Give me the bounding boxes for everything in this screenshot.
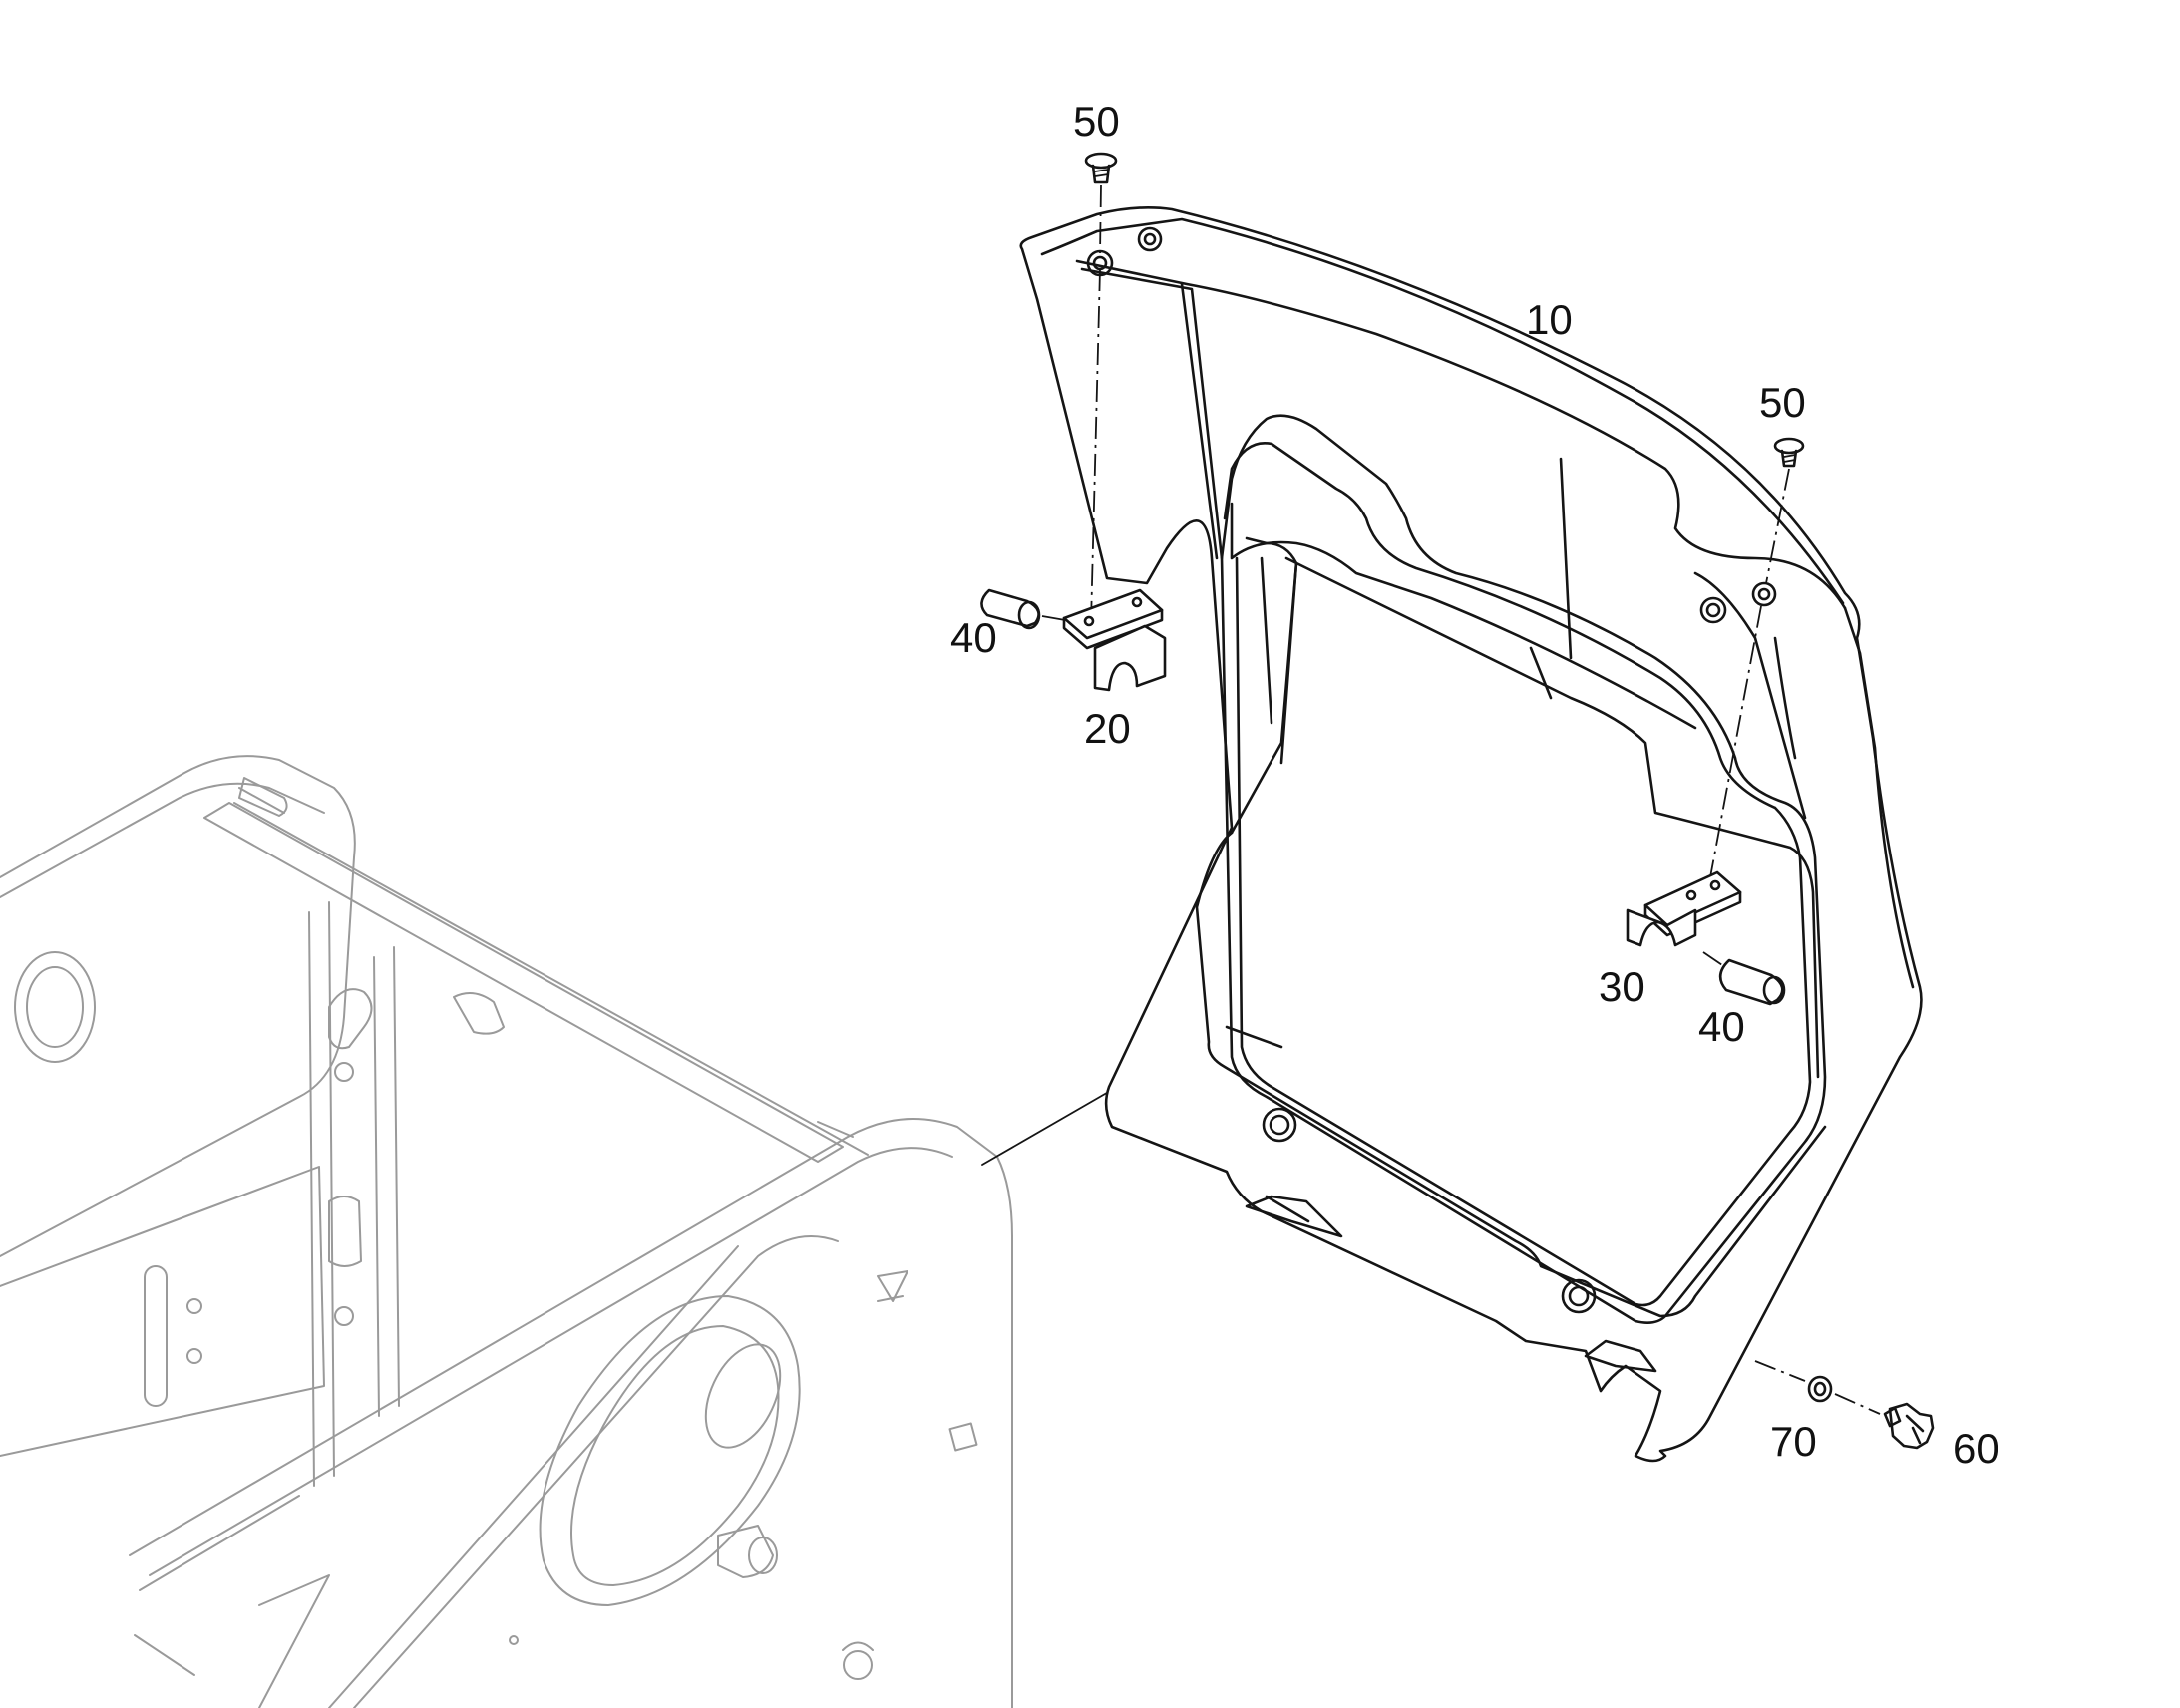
cover-part-10	[1019, 206, 1923, 1463]
bracket-20	[1062, 588, 1167, 692]
screw-50-left	[1084, 152, 1118, 624]
label-20: 20	[1084, 705, 1131, 752]
label-40-left: 40	[950, 614, 997, 661]
knob-60	[1883, 1402, 1935, 1450]
label-60: 60	[1953, 1425, 1999, 1472]
label-30: 30	[1599, 963, 1645, 1010]
washer-70	[1754, 1360, 1881, 1415]
label-10: 10	[1526, 296, 1573, 343]
label-50-left: 50	[1073, 98, 1120, 145]
bracket-30	[1626, 870, 1742, 947]
label-70: 70	[1770, 1418, 1817, 1465]
screw-50-right	[1709, 437, 1805, 878]
spacer-40-left	[980, 588, 1066, 630]
label-50-right: 50	[1759, 379, 1806, 426]
label-40-right: 40	[1698, 1003, 1745, 1050]
spacer-40-right	[1702, 951, 1786, 1006]
ghost-frame	[0, 755, 1013, 1708]
